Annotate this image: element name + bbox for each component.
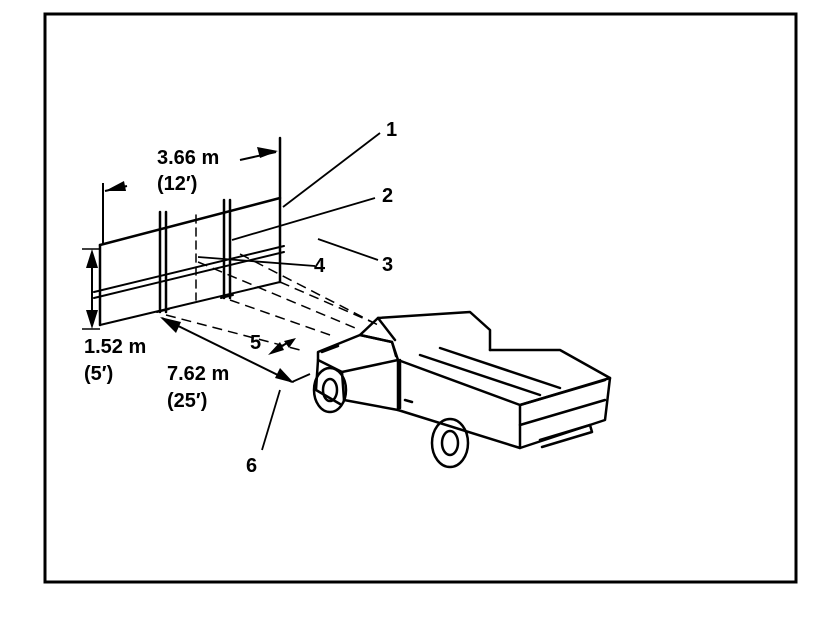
distance-dimension-marker: [160, 317, 294, 383]
height-metric-label: 1.52 m: [84, 336, 147, 358]
figure-frame: [43, 12, 798, 584]
callout-5: 5: [250, 332, 262, 354]
height-dimension-marker: [82, 248, 100, 330]
pickup-truck: [312, 310, 612, 469]
callout-4: 4: [314, 255, 326, 277]
callout-leaders: [197, 132, 381, 451]
distance-imperial-label: (25′): [167, 390, 208, 412]
callout-1: 1: [386, 119, 398, 141]
light-projection-lines: [165, 253, 381, 351]
callout-6: 6: [246, 455, 258, 477]
width-imperial-label: (12′): [157, 173, 198, 195]
height-imperial-label: (5′): [84, 363, 114, 385]
width-dimension-marker: [102, 147, 278, 245]
distance-metric-label: 7.62 m: [167, 363, 230, 385]
width-metric-label: 3.66 m: [157, 147, 220, 169]
callout-3: 3: [382, 254, 394, 276]
callout-2: 2: [382, 185, 394, 207]
aiming-screen: [93, 136, 285, 327]
offset-dimension-5: [268, 338, 296, 355]
